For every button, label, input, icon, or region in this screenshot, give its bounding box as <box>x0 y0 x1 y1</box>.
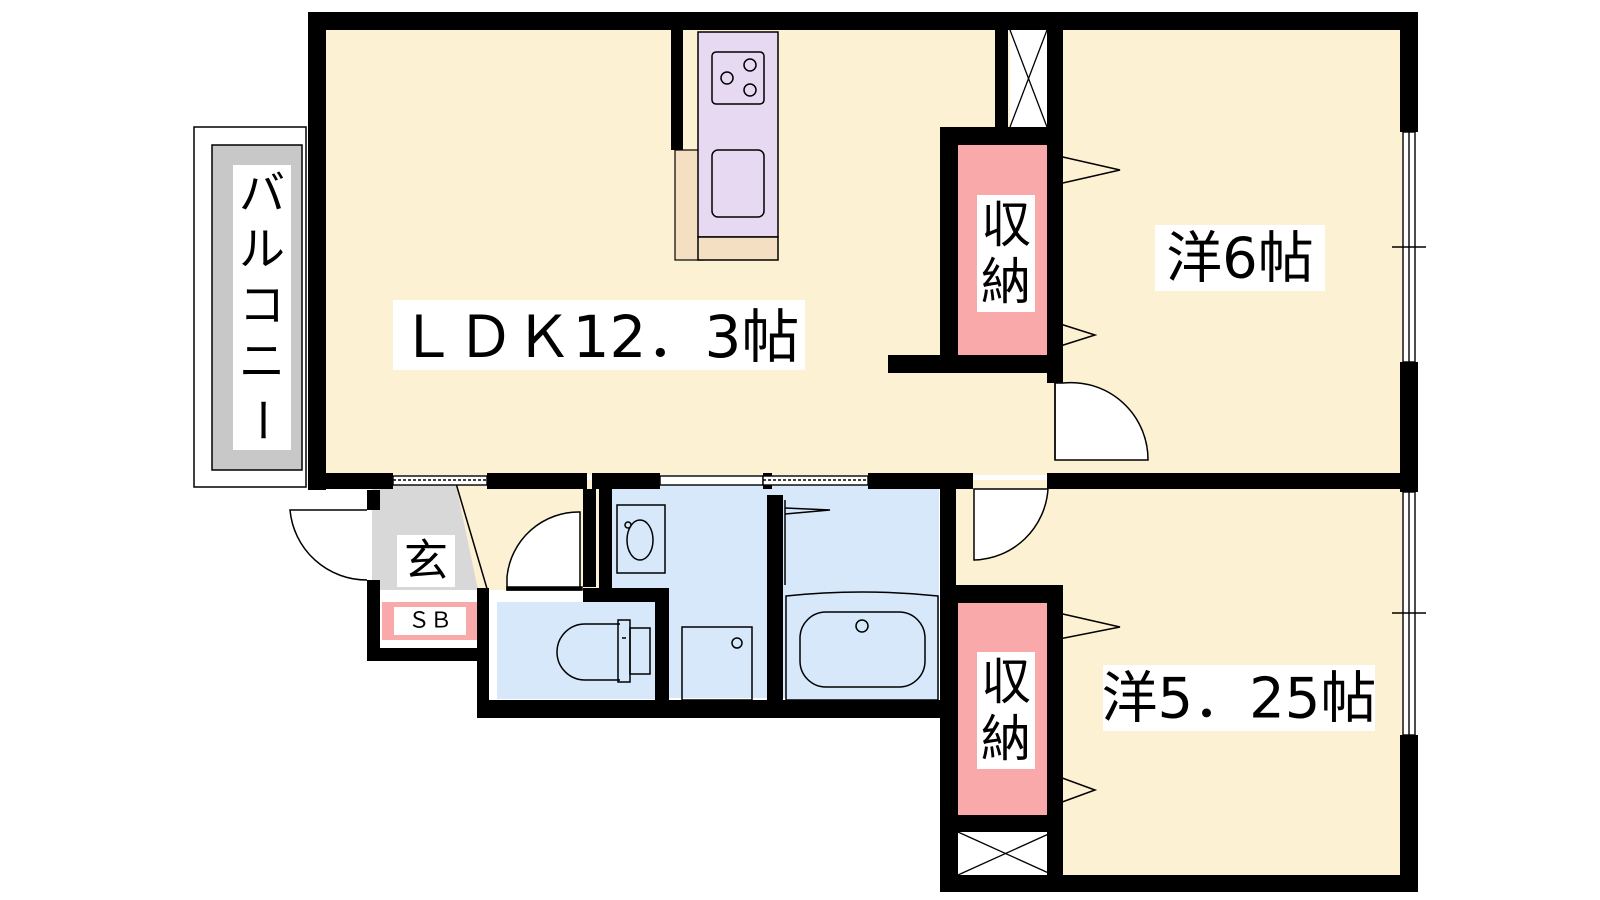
kitchen-counter-end <box>697 236 779 261</box>
labels: ＬＤＫ12．3帖 洋6帖 洋5．25帖 収 納 収 納 玄 ＳＢ バ ル コ ニ… <box>233 165 1376 769</box>
entrance-step-line <box>454 479 489 593</box>
western-b-label-bg <box>1103 665 1375 731</box>
shoe-box-label: ＳＢ <box>408 609 452 634</box>
western-room-a-label: 洋6帖 <box>1166 227 1314 292</box>
balcony-char-3: コ <box>239 278 285 332</box>
entrance-label: 玄 <box>404 536 448 587</box>
closet-crosses <box>957 29 1054 876</box>
doors <box>289 154 1149 806</box>
balcony-char-5: ー <box>235 397 289 443</box>
balcony-label-bg <box>233 165 291 450</box>
walls <box>308 12 1418 892</box>
storage-b-label-bg <box>977 652 1035 769</box>
bathtub-icon <box>785 591 939 701</box>
floors <box>193 28 1402 875</box>
balcony-char-1: バ <box>239 166 285 220</box>
entrance-label-bg <box>397 535 455 587</box>
western-room-b-label: 洋5．25帖 <box>1102 667 1377 732</box>
western-a-label-bg <box>1155 225 1325 291</box>
storage-b-label-2: 納 <box>981 710 1031 768</box>
washbasin-icon <box>616 504 666 574</box>
ldk-label: ＬＤＫ12．3帖 <box>399 303 800 371</box>
storage-a-label-bg <box>977 195 1035 312</box>
stove-icon <box>711 51 765 105</box>
balcony-char-2: ル <box>239 222 285 276</box>
shoe-box-label-bg <box>394 607 466 635</box>
toilet-floor <box>497 602 655 699</box>
sink-icon <box>711 149 765 218</box>
storage-a-label-2: 納 <box>981 253 1031 311</box>
windows <box>392 131 1426 736</box>
kitchen <box>674 31 779 261</box>
toilet-icon <box>556 619 651 683</box>
washer-pan-icon <box>681 626 753 701</box>
storage-b-label-1: 収 <box>981 653 1031 711</box>
storage-a-label-1: 収 <box>981 196 1031 254</box>
balcony-char-4: ニ <box>239 334 285 388</box>
ldk-label-bg <box>393 300 805 370</box>
